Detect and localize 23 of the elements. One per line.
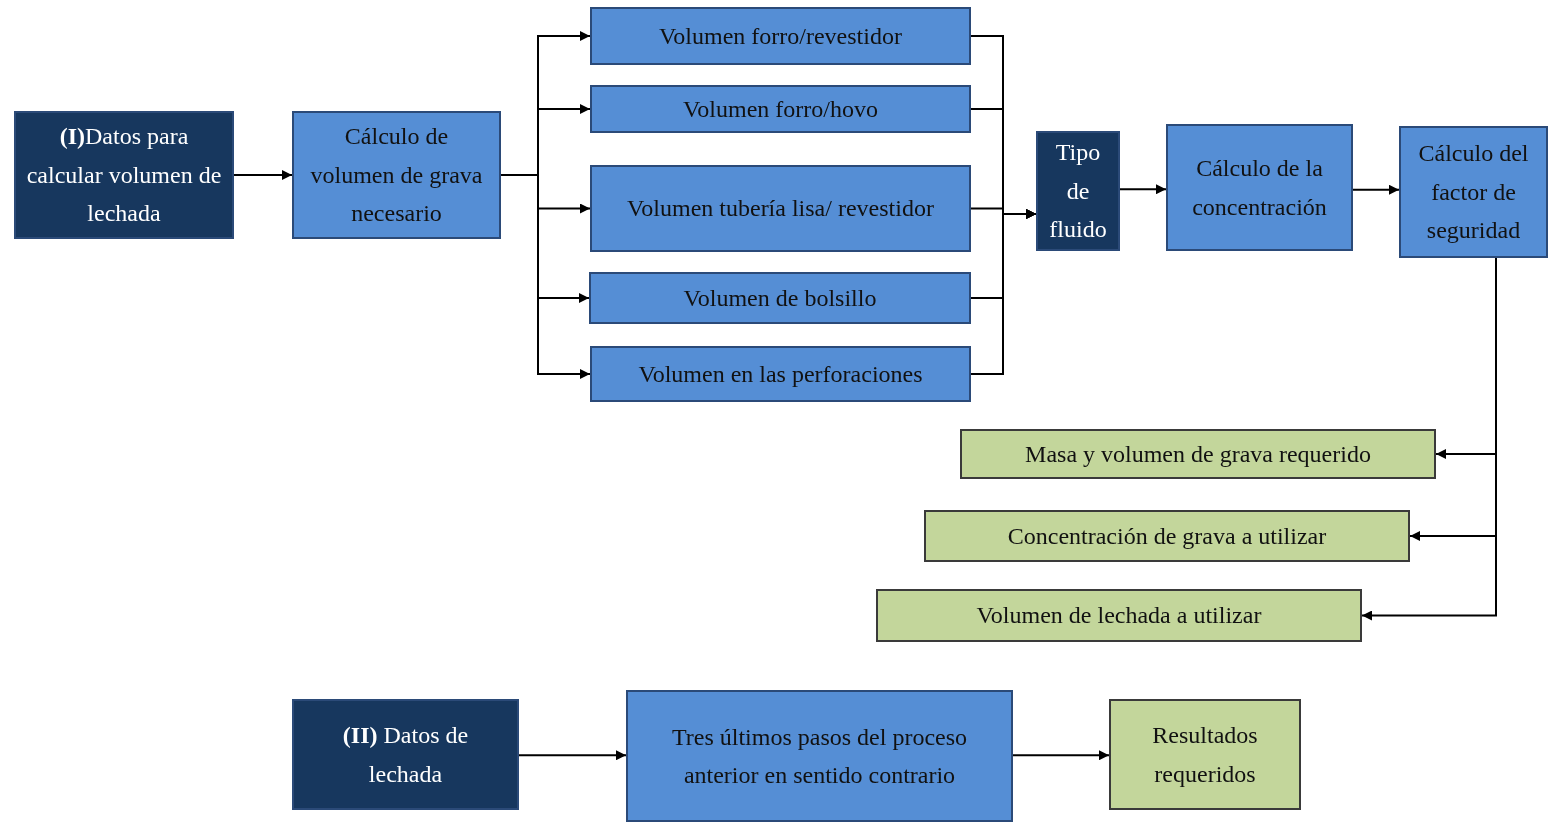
process-box: Volumen forro/revestidor: [590, 7, 971, 65]
input-box: (I)Datos para calcular volumen de lechada: [14, 111, 234, 239]
process-box: Cálculo del factor de seguridad: [1399, 126, 1548, 258]
result-box: Volumen de lechada a utilizar: [876, 589, 1362, 642]
process-box: Volumen tubería lisa/ revestidor: [590, 165, 971, 252]
process-box: Volumen de bolsillo: [589, 272, 971, 324]
arrow: [1119, 184, 1167, 195]
process-box: Tres últimos pasos del proceso anterior en sentido contrario: [626, 690, 1013, 822]
process-box: Cálculo de la concentración: [1166, 124, 1353, 251]
result-box: Resultados requeridos: [1109, 699, 1301, 810]
process-box: Cálculo de volumen de grava necesario: [292, 111, 501, 239]
process-box: Volumen forro/hovo: [590, 85, 971, 133]
arrow: [1352, 184, 1400, 195]
arrow: [233, 170, 293, 180]
arrow: [500, 174, 591, 379]
arrow: [970, 209, 1037, 375]
process-box: Volumen en las perforaciones: [590, 346, 971, 402]
input-box: Tipo de fluido: [1036, 131, 1120, 251]
input-box: (II) Datos de lechada: [292, 699, 519, 810]
arrow: [1012, 750, 1110, 761]
result-box: Masa y volumen de grava requerido: [960, 429, 1436, 479]
arrow: [518, 750, 627, 761]
result-box: Concentración de grava a utilizar: [924, 510, 1410, 562]
